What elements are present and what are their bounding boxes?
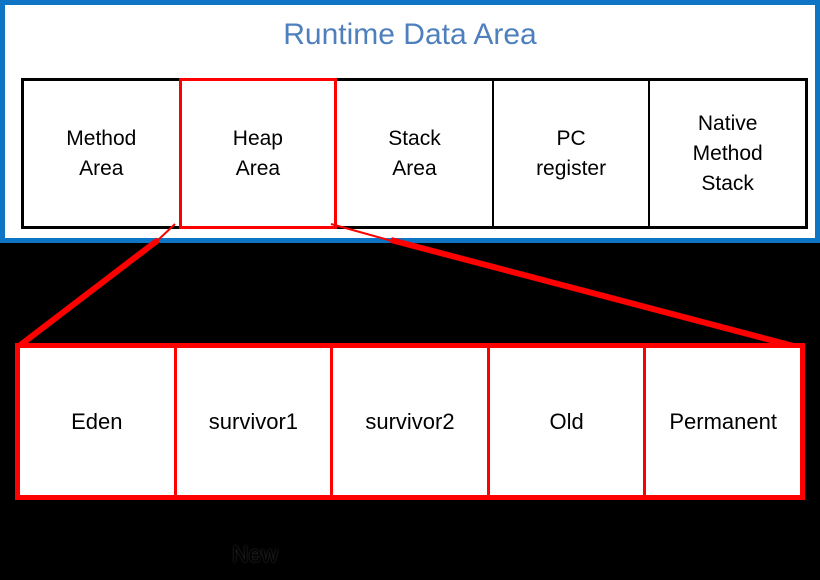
box-stack-area-label: Stack Area xyxy=(388,126,441,180)
box-native-method-stack: Native Method Stack xyxy=(650,81,805,226)
box-survivor1-label: survivor1 xyxy=(208,408,299,434)
heap-detail-row: Eden survivor1 survivor2 Old Permanent xyxy=(15,343,805,500)
box-heap-area-label: Heap Area xyxy=(232,126,283,180)
box-old: Old xyxy=(490,348,647,495)
runtime-areas-row: Method Area Heap Area Stack Area PC regi… xyxy=(21,78,808,229)
diagram-title: Runtime Data Area xyxy=(283,18,537,51)
expansion-line-right-thick xyxy=(390,237,802,351)
box-heap-area: Heap Area xyxy=(178,78,338,229)
box-method-area: Method Area xyxy=(24,81,181,226)
box-stack-area: Stack Area xyxy=(337,81,494,226)
box-eden-label: Eden xyxy=(71,408,123,434)
box-survivor2: survivor2 xyxy=(333,348,490,495)
box-survivor2-label: survivor2 xyxy=(365,408,455,434)
box-permanent-label: Permanent xyxy=(669,408,777,434)
runtime-data-area-panel: Runtime Data Area Method Area Heap Area … xyxy=(0,0,820,243)
box-method-area-label: Method Area xyxy=(66,126,137,180)
box-native-method-stack-label: Native Method Stack xyxy=(692,111,763,195)
box-pc-register-label: PC register xyxy=(536,126,607,180)
new-generation-label: New xyxy=(231,541,278,567)
expansion-line-left-thick xyxy=(17,237,160,349)
box-eden: Eden xyxy=(20,348,177,495)
box-survivor1: survivor1 xyxy=(177,348,334,495)
box-pc-register: PC register xyxy=(494,81,651,226)
box-permanent: Permanent xyxy=(646,348,800,495)
box-old-label: Old xyxy=(549,408,584,434)
